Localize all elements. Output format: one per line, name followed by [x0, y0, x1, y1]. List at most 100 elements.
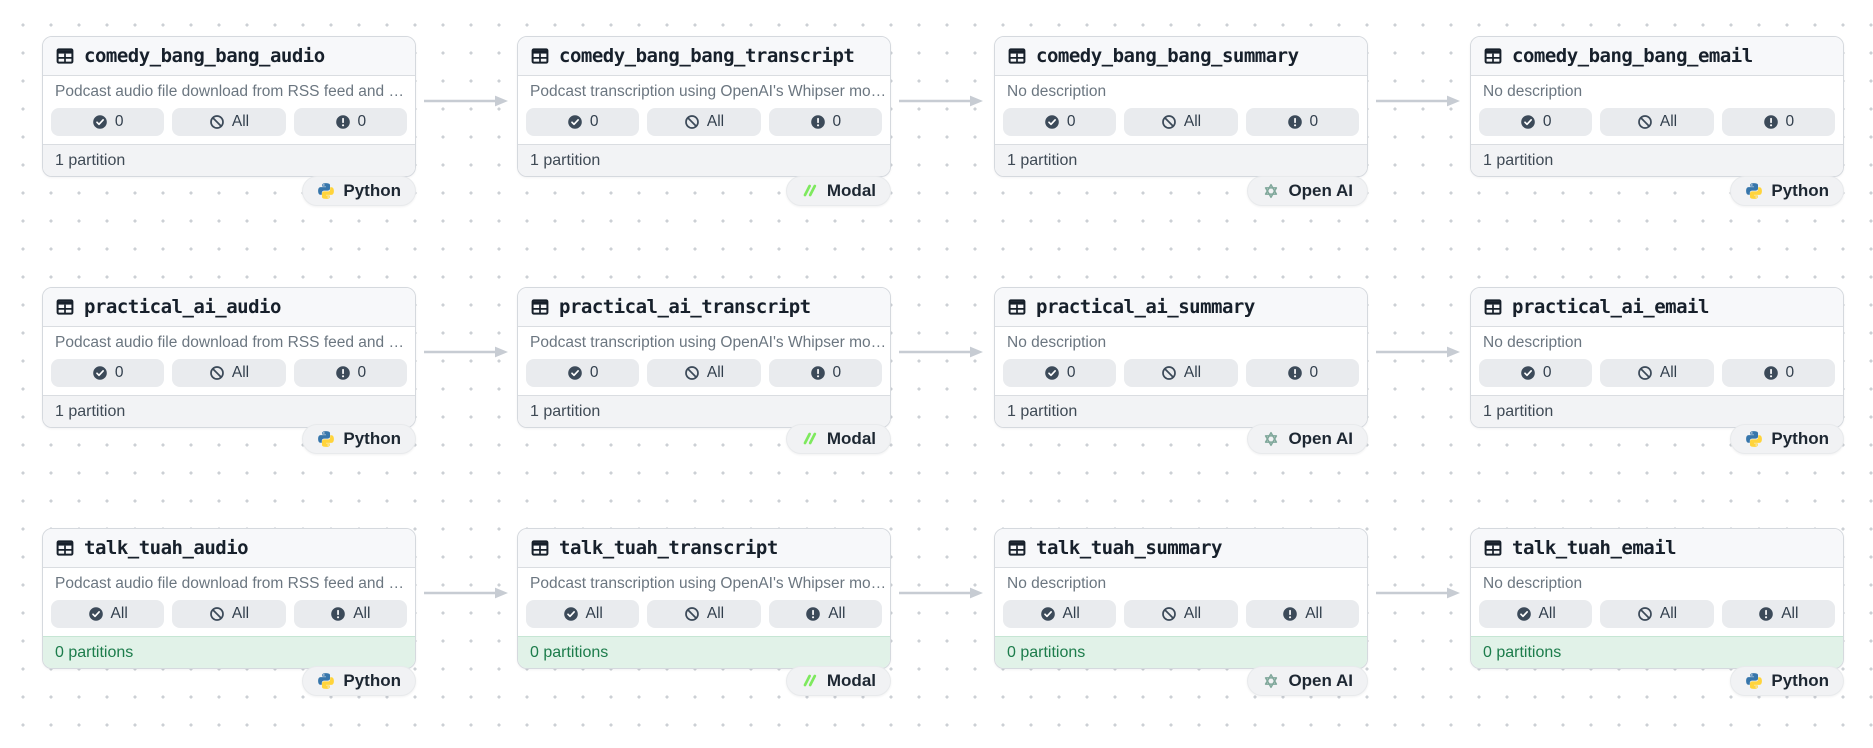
missing-count-badge[interactable]: All	[647, 600, 761, 628]
missing-count-badge[interactable]: All	[1600, 600, 1714, 628]
success-count-badge[interactable]: 0	[1003, 359, 1117, 387]
badge-value: All	[1062, 605, 1080, 622]
check-badges: 0 All 0	[518, 355, 890, 395]
success-count-badge[interactable]: All	[1003, 600, 1117, 628]
kind-tag-label: Python	[1771, 181, 1829, 200]
success-count-badge[interactable]: All	[526, 600, 640, 628]
asset-node-comedy-bang-bang-summary[interactable]: comedy_bang_bang_summary No description …	[994, 36, 1368, 177]
failed-count-badge[interactable]: 0	[768, 359, 882, 387]
success-count-badge[interactable]: 0	[51, 108, 165, 136]
failed-count-badge[interactable]: All	[1245, 600, 1359, 628]
asset-node-comedy-bang-bang-transcript[interactable]: comedy_bang_bang_transcript Podcast tran…	[517, 36, 891, 177]
asset-name: practical_ai_transcript	[559, 296, 811, 318]
failed-count-badge[interactable]: 0	[293, 359, 407, 387]
badge-value: 0	[1309, 364, 1319, 381]
failed-count-badge[interactable]: 0	[1721, 359, 1835, 387]
missing-count-badge[interactable]: All	[647, 359, 761, 387]
lineage-arrow	[424, 345, 510, 359]
kind-tag-python[interactable]: Python	[1730, 424, 1844, 454]
asset-description: No description	[1007, 575, 1107, 592]
kind-tag-python[interactable]: Python	[302, 424, 416, 454]
success-count-badge[interactable]: All	[51, 600, 165, 628]
check-badges: 0 All 0	[43, 355, 415, 395]
missing-count-badge[interactable]: All	[1124, 108, 1238, 136]
lineage-arrow	[424, 586, 510, 600]
slash-circle-icon	[1637, 606, 1653, 622]
asset-node-comedy-bang-bang-email[interactable]: comedy_bang_bang_email No description 0 …	[1470, 36, 1844, 177]
success-count-badge[interactable]: 0	[526, 108, 640, 136]
slash-circle-icon	[209, 606, 225, 622]
failed-count-badge[interactable]: 0	[1245, 359, 1359, 387]
lineage-arrow	[1376, 94, 1462, 108]
asset-name: talk_tuah_transcript	[559, 537, 778, 559]
asset-name: practical_ai_email	[1512, 296, 1709, 318]
partition-count: 1 partition	[995, 144, 1367, 176]
success-count-badge[interactable]: 0	[1479, 108, 1593, 136]
slash-circle-icon	[1161, 365, 1177, 381]
kind-tag-modal[interactable]: Modal	[785, 666, 891, 696]
kind-tag-python[interactable]: Python	[1730, 176, 1844, 206]
asset-node-comedy-bang-bang-audio[interactable]: comedy_bang_bang_audio Podcast audio fil…	[42, 36, 416, 177]
failed-count-badge[interactable]: All	[1721, 600, 1835, 628]
missing-count-badge[interactable]: All	[172, 359, 286, 387]
alert-circle-icon	[335, 365, 351, 381]
failed-count-badge[interactable]: 0	[1721, 108, 1835, 136]
badge-value: All	[231, 113, 250, 130]
kind-tag-openai[interactable]: Open AI	[1247, 176, 1368, 206]
table-icon	[530, 297, 550, 317]
badge-value: All	[585, 605, 603, 622]
partition-count: 0 partitions	[518, 636, 890, 668]
kind-tag-modal[interactable]: Modal	[785, 424, 891, 454]
asset-node-talk-tuah-email[interactable]: talk_tuah_email No description All All A…	[1470, 528, 1844, 669]
check-badges: All All All	[518, 596, 890, 636]
success-count-badge[interactable]: 0	[51, 359, 165, 387]
success-count-badge[interactable]: 0	[1003, 108, 1117, 136]
badge-value: All	[1183, 605, 1202, 622]
asset-node-talk-tuah-audio[interactable]: talk_tuah_audio Podcast audio file downl…	[42, 528, 416, 669]
badge-value: All	[231, 605, 250, 622]
check-circle-icon	[92, 114, 108, 130]
kind-tag-label: Python	[343, 429, 401, 448]
partition-count: 1 partition	[43, 395, 415, 427]
kind-tag-python[interactable]: Python	[1730, 666, 1844, 696]
missing-count-badge[interactable]: All	[1600, 359, 1714, 387]
asset-description: No description	[1483, 575, 1583, 592]
asset-node-talk-tuah-transcript[interactable]: talk_tuah_transcript Podcast transcripti…	[517, 528, 891, 669]
asset-node-practical-ai-email[interactable]: practical_ai_email No description 0 All …	[1470, 287, 1844, 428]
kind-tag-openai[interactable]: Open AI	[1247, 666, 1368, 696]
badge-value: All	[1183, 113, 1202, 130]
python-logo-icon	[1745, 430, 1763, 448]
failed-count-badge[interactable]: All	[768, 600, 882, 628]
asset-node-practical-ai-audio[interactable]: practical_ai_audio Podcast audio file do…	[42, 287, 416, 428]
missing-count-badge[interactable]: All	[1124, 359, 1238, 387]
asset-node-practical-ai-summary[interactable]: practical_ai_summary No description 0 Al…	[994, 287, 1368, 428]
missing-count-badge[interactable]: All	[1124, 600, 1238, 628]
missing-count-badge[interactable]: All	[172, 108, 286, 136]
table-icon	[55, 538, 75, 558]
kind-tag-openai[interactable]: Open AI	[1247, 424, 1368, 454]
failed-count-badge[interactable]: 0	[1245, 108, 1359, 136]
badge-value: All	[1659, 364, 1678, 381]
failed-count-badge[interactable]: All	[293, 600, 407, 628]
check-circle-icon	[92, 365, 108, 381]
asset-node-practical-ai-transcript[interactable]: practical_ai_transcript Podcast transcri…	[517, 287, 891, 428]
asset-description: Podcast transcription using OpenAI's Whi…	[530, 334, 887, 351]
success-count-badge[interactable]: 0	[526, 359, 640, 387]
kind-tag-python[interactable]: Python	[302, 176, 416, 206]
missing-count-badge[interactable]: All	[172, 600, 286, 628]
kind-tag-modal[interactable]: Modal	[785, 176, 891, 206]
failed-count-badge[interactable]: 0	[293, 108, 407, 136]
badge-value: 0	[589, 113, 599, 130]
missing-count-badge[interactable]: All	[647, 108, 761, 136]
table-icon	[1483, 538, 1503, 558]
asset-description: Podcast transcription using OpenAI's Whi…	[530, 575, 887, 592]
kind-tag-label: Modal	[826, 429, 876, 448]
check-circle-icon	[1044, 114, 1060, 130]
kind-tag-python[interactable]: Python	[302, 666, 416, 696]
missing-count-badge[interactable]: All	[1600, 108, 1714, 136]
failed-count-badge[interactable]: 0	[768, 108, 882, 136]
success-count-badge[interactable]: 0	[1479, 359, 1593, 387]
success-count-badge[interactable]: All	[1479, 600, 1593, 628]
asset-node-talk-tuah-summary[interactable]: talk_tuah_summary No description All All…	[994, 528, 1368, 669]
